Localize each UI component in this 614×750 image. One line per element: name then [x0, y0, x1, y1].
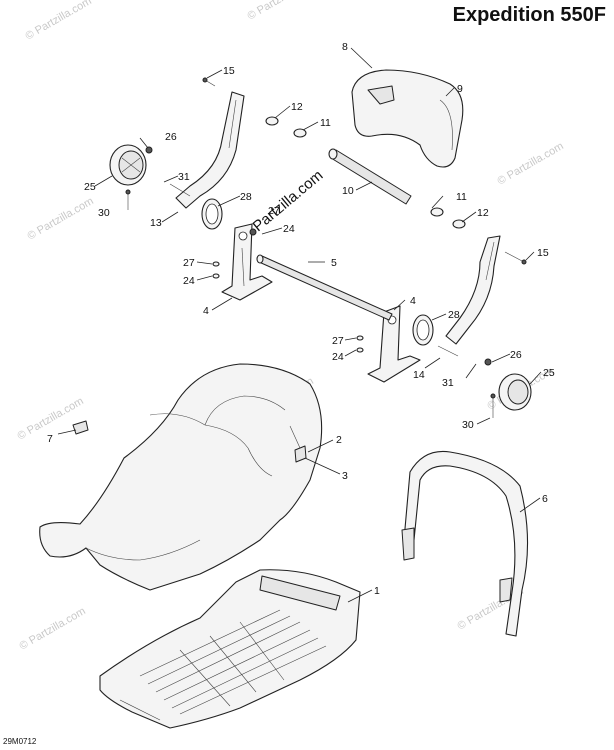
callout-label: 13 — [150, 217, 162, 229]
watermark-text: © Partzilla.com — [18, 605, 88, 652]
seat-assembly — [39, 363, 323, 591]
watermark-text: © Partzilla.com — [246, 0, 316, 23]
callout-label: 26 — [165, 131, 177, 143]
callout-label: 11 — [320, 117, 331, 129]
callout-label: 28 — [240, 191, 252, 203]
watermark-text: © Partzilla.com — [24, 0, 94, 43]
callout-label: 1 — [374, 585, 380, 597]
seat-side-strip — [401, 450, 529, 637]
callout-label: 9 — [457, 83, 463, 95]
callout-label: 31 — [442, 377, 454, 389]
backrest-pad — [351, 69, 464, 168]
bracket-hardware — [169, 183, 459, 357]
callout-label: 31 — [178, 171, 190, 183]
right-backrest-arm — [445, 235, 501, 345]
callout-label: 30 — [462, 419, 474, 431]
callout-label: 27 — [183, 257, 195, 269]
watermark-text: © Partzilla.com — [26, 195, 96, 242]
callout-label: 28 — [448, 309, 460, 321]
left-adjust-knob — [109, 144, 153, 210]
callout-label: 2 — [336, 434, 342, 446]
callout-label: 25 — [84, 181, 96, 193]
callout-label: 26 — [510, 349, 522, 361]
callout-label: 15 — [537, 247, 549, 259]
page-title: Expedition 550F — [452, 4, 606, 26]
callout-label: 8 — [342, 41, 348, 53]
rings — [201, 198, 434, 346]
callout-label: 12 — [291, 101, 303, 113]
callout-label: 30 — [98, 207, 110, 219]
drawing-id: 29M0712 — [3, 737, 37, 746]
seat-base — [99, 569, 361, 729]
callout-label: 6 — [542, 493, 548, 505]
top-hardware — [202, 77, 527, 265]
seat-clip — [72, 420, 89, 435]
callout-label: 4 — [203, 305, 209, 317]
leader-lines — [57, 47, 542, 603]
callout-label: 11 — [456, 191, 467, 203]
left-backrest-arm — [175, 91, 245, 209]
callout-label: 24 — [183, 275, 195, 287]
right-adjust-knob — [484, 358, 532, 418]
backrest-shaft — [328, 148, 412, 205]
pivot-rod — [256, 254, 393, 321]
callout-label: 27 — [268, 205, 280, 217]
callout-label: 10 — [342, 185, 354, 197]
callout-label: 4 — [410, 295, 416, 307]
left-bracket — [221, 223, 273, 301]
base-grid — [139, 609, 327, 715]
right-bracket — [367, 305, 421, 383]
callout-label: 24 — [332, 351, 344, 363]
callout-label: 14 — [413, 369, 425, 381]
callout-label: 5 — [331, 257, 337, 269]
callouts: 1 2 3 4 4 5 6 7 8 9 10 11 11 12 12 13 14… — [47, 41, 555, 597]
callout-label: 24 — [283, 223, 295, 235]
callout-label: 25 — [543, 367, 555, 379]
callout-label: 15 — [223, 65, 235, 77]
callout-label: 7 — [47, 433, 53, 445]
callout-label: 12 — [477, 207, 489, 219]
callout-label: 27 — [332, 335, 344, 347]
watermark-text: © Partzilla.com — [496, 140, 566, 187]
callout-label: 3 — [342, 470, 348, 482]
